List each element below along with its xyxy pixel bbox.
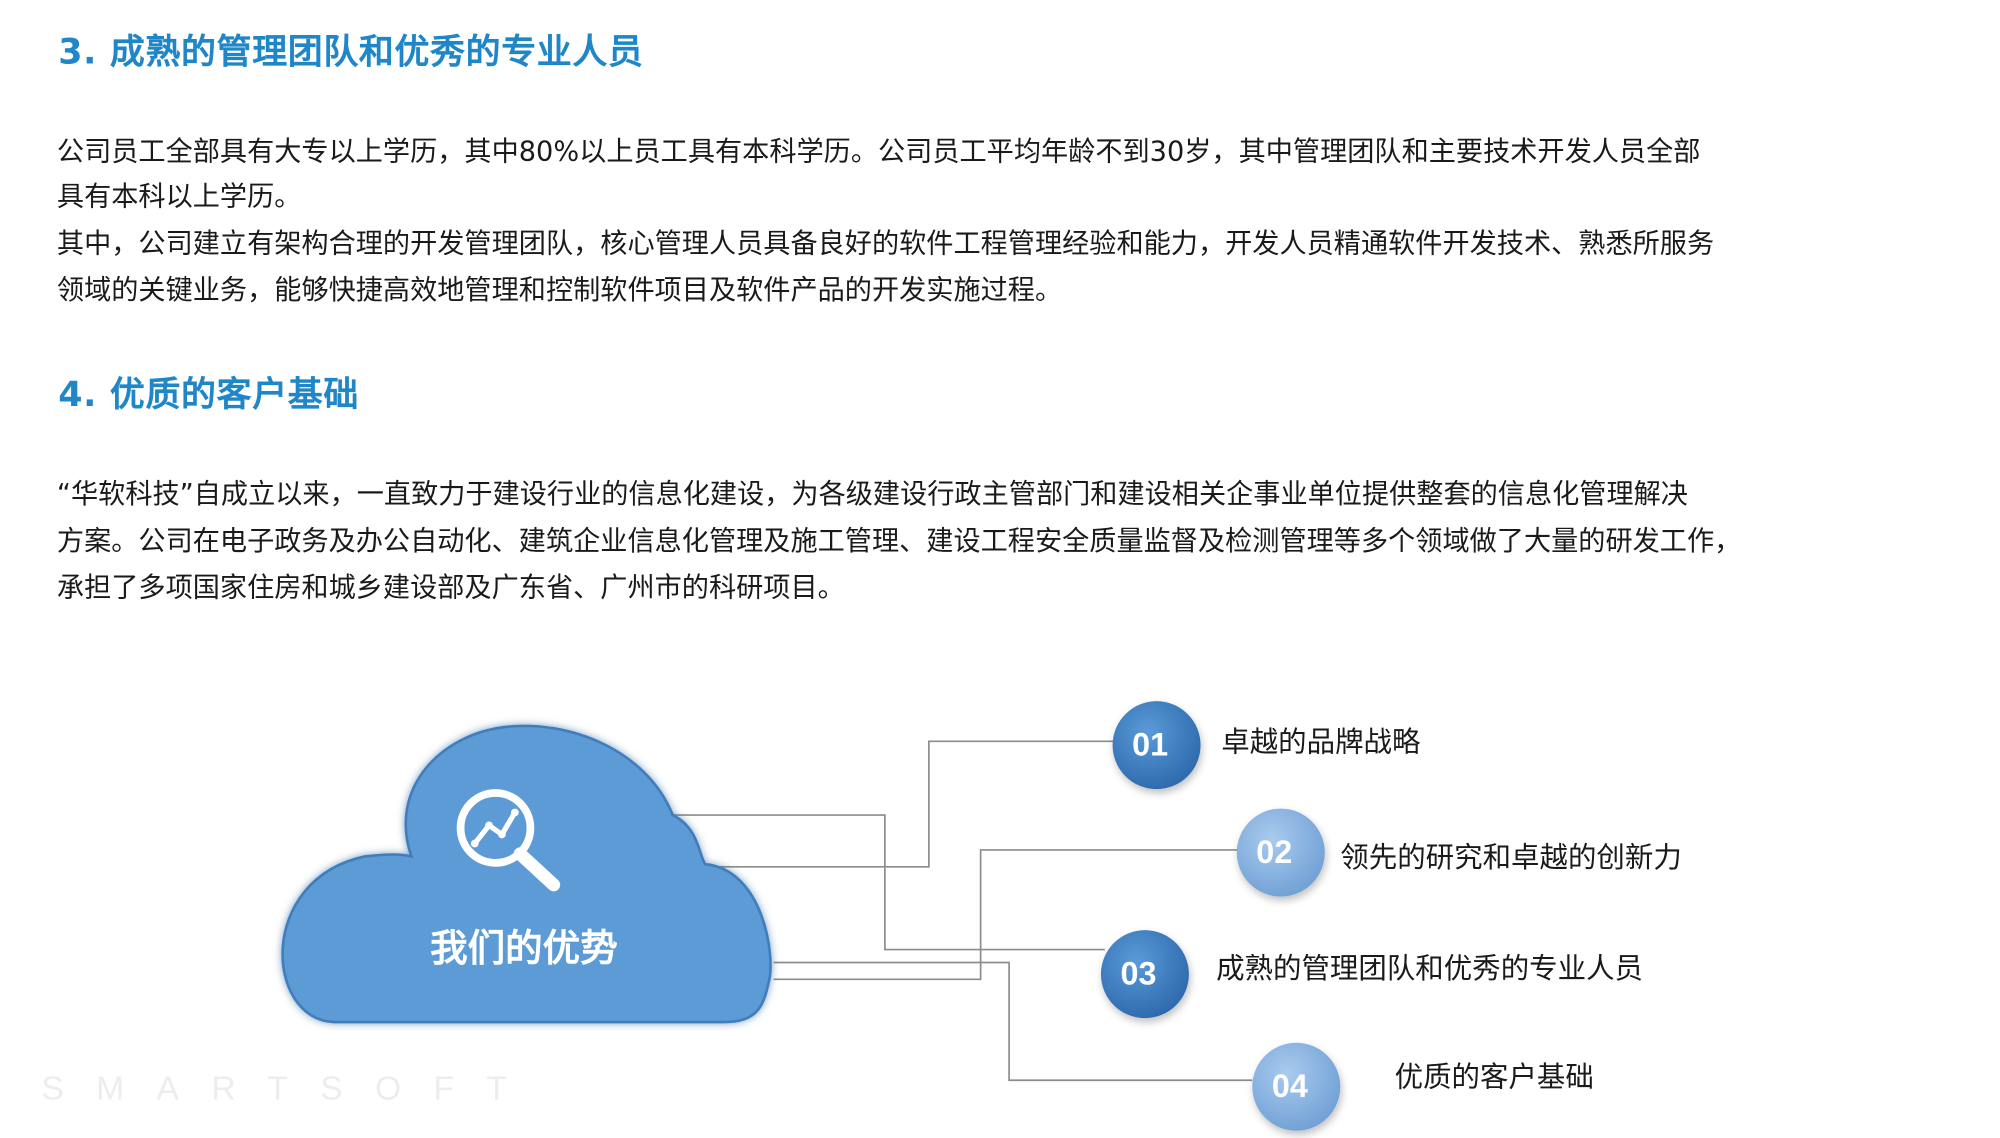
section-3-line-2: 具有本科以上学历。 [56, 181, 302, 213]
section-3-line-4: 领域的关键业务，能够快捷高效地管理和控制软件项目及软件产品的开发实施过程。 [56, 274, 1063, 306]
ball-01 [1112, 701, 1201, 790]
section-4-line-1: “华软科技”自成立以来，一直致力于建设行业的信息化建设，为各级建设行政主管部门和… [56, 478, 1688, 510]
connector-04 [773, 961, 1253, 1082]
advantages-title: 我们的优势 [430, 926, 618, 971]
ball-04 [1252, 1042, 1341, 1131]
section-4-line-2: 方案。公司在电子政务及办公自动化、建筑企业信息化管理及施工管理、建设工程安全质量… [56, 525, 1742, 557]
watermark-text: SMARTSOFT [41, 1068, 540, 1108]
section-3-heading: 3. 成熟的管理团队和优秀的专业人员 [58, 32, 644, 73]
cloud-shape [281, 724, 772, 1024]
advantage-number-02: 02 [1256, 834, 1293, 871]
section-4-heading: 4. 优质的客户基础 [58, 375, 359, 416]
connector-01 [662, 740, 1116, 868]
magnifier-chart-icon [456, 789, 561, 892]
connector-lines [662, 740, 1253, 1082]
ball-03 [1100, 930, 1189, 1019]
advantage-number-01: 01 [1132, 727, 1169, 764]
ball-02 [1236, 808, 1325, 897]
connector-03 [662, 814, 1105, 951]
advantage-label-01: 卓越的品牌战略 [1221, 727, 1421, 760]
section-3-line-1: 公司员工全部具有大专以上学历，其中80%以上员工具有本科学历。公司员工平均年龄不… [56, 135, 1701, 167]
advantage-number-03: 03 [1120, 956, 1157, 993]
section-4-line-3: 承担了多项国家住房和城乡建设部及广东省、广州市的科研项目。 [56, 571, 845, 603]
advantage-number-04: 04 [1271, 1068, 1308, 1105]
advantage-label-03: 成熟的管理团队和优秀的专业人员 [1216, 953, 1644, 986]
section-3-line-3: 其中，公司建立有架构合理的开发管理团队，核心管理人员具备良好的软件工程管理经验和… [56, 227, 1715, 259]
advantage-label-04: 优质的客户基础 [1394, 1062, 1594, 1095]
advantage-label-02: 领先的研究和卓越的创新力 [1340, 842, 1682, 875]
connector-02 [773, 849, 1240, 981]
